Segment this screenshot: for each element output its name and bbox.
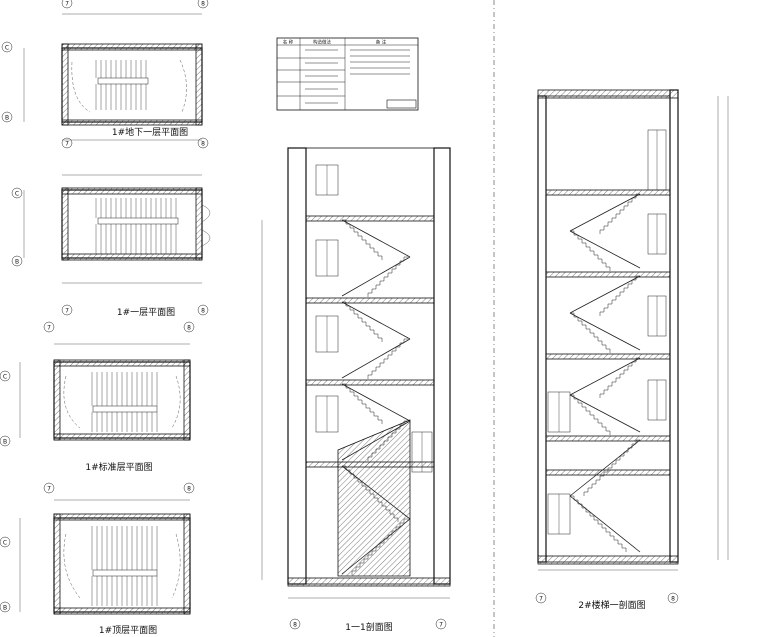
drawing-rect xyxy=(545,435,671,442)
axis-label: 7 xyxy=(65,1,69,8)
drawing-line xyxy=(569,394,641,433)
section-1-1: 8 7 1一1剖面图 xyxy=(261,147,451,633)
plan-basement: 7 8 7 8 C B 1#地下一层平面图 xyxy=(1,0,209,149)
drawing-line xyxy=(341,256,411,297)
axis-label: 7 xyxy=(47,325,51,332)
drawing-line xyxy=(569,495,641,553)
plan-top: 7 8 C B 1#顶层平面图 xyxy=(0,482,195,636)
drawing-line xyxy=(341,338,411,379)
drawing-rect xyxy=(305,215,435,222)
drawing-rect xyxy=(545,271,671,278)
axis-label: B xyxy=(15,259,19,266)
axis-label: 8 xyxy=(187,325,191,332)
legend-header: 构造做法 xyxy=(313,39,331,46)
axis-label: 8 xyxy=(201,308,205,315)
drawing-line xyxy=(569,275,641,314)
drawing-line xyxy=(569,439,641,497)
section-2: 7 8 2#楼梯一剖面图 xyxy=(535,89,729,611)
axis-label: C xyxy=(3,540,7,547)
legend-header: 备 注 xyxy=(376,39,387,46)
axis-label: 8 xyxy=(201,1,205,8)
axis-label: 7 xyxy=(65,308,69,315)
axis-label: 8 xyxy=(201,141,205,148)
axis-label: 8 xyxy=(293,622,297,629)
section-caption: 2#楼梯一剖面图 xyxy=(578,599,645,611)
axis-label: 7 xyxy=(65,141,69,148)
section-caption: 1一1剖面图 xyxy=(345,621,392,633)
drawing-line xyxy=(569,230,641,269)
drawing-line xyxy=(569,357,641,396)
drawing-line xyxy=(341,383,411,422)
axis-label: C xyxy=(5,45,9,52)
plan-caption: 1#一层平面图 xyxy=(117,307,175,318)
drawing-rect xyxy=(305,379,435,386)
drawing-line xyxy=(341,301,411,340)
axis-label: 8 xyxy=(187,486,191,493)
axis-label: C xyxy=(15,191,19,198)
plan-ground: C B 7 8 1#一层平面图 xyxy=(11,174,211,318)
axis-label: 7 xyxy=(47,486,51,493)
axis-label: 8 xyxy=(671,596,675,603)
axis-label: C xyxy=(3,374,7,381)
plan-typical: 7 8 C B 1#标准层平面图 xyxy=(0,321,195,473)
axis-label: B xyxy=(3,605,7,612)
plan-caption: 1#顶层平面图 xyxy=(99,625,157,636)
axis-label: 7 xyxy=(539,596,543,603)
drawing-rect xyxy=(305,297,435,304)
drawing-rect xyxy=(545,189,671,196)
drawing-line xyxy=(341,219,411,258)
plan-caption: 1#地下一层平面图 xyxy=(112,126,188,138)
drawing-line xyxy=(569,193,641,232)
axis-label: 7 xyxy=(439,622,443,629)
drawing-rect xyxy=(545,353,671,360)
plan-caption: 1#标准层平面图 xyxy=(85,461,152,473)
drawing-line xyxy=(569,312,641,351)
legend-header: 名 称 xyxy=(283,39,294,46)
axis-label: B xyxy=(3,439,7,446)
axis-label: B xyxy=(5,115,9,122)
legend-table: 名 称 构造做法 备 注 xyxy=(276,37,419,111)
